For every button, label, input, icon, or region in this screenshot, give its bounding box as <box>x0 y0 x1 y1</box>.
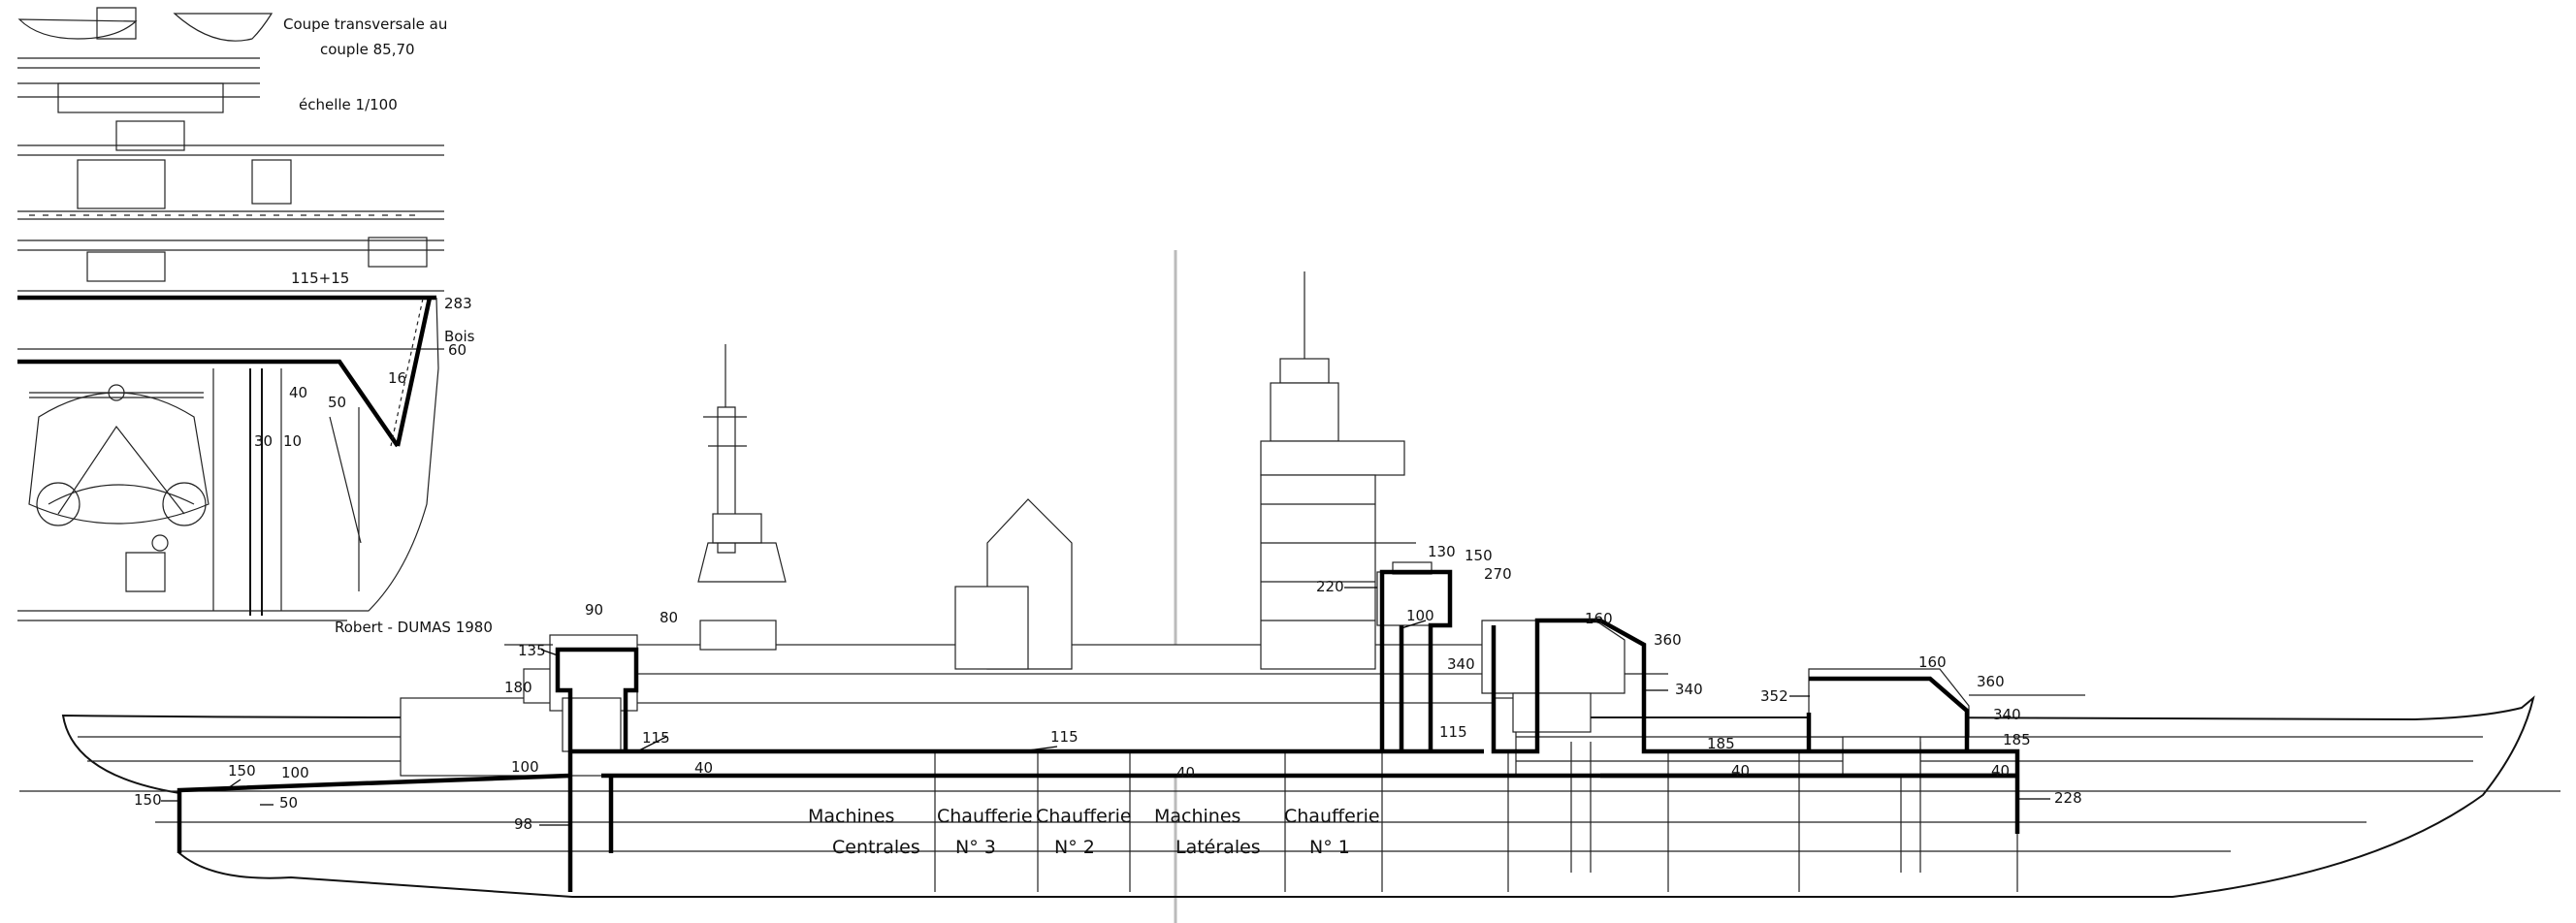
thickness-label: 160 <box>1585 610 1613 627</box>
fore-mast <box>697 344 787 651</box>
thickness-label: 160 <box>1918 653 1947 671</box>
section-label: 115+15 <box>291 270 349 287</box>
thickness-label: 100 <box>511 758 539 776</box>
section-label: 60 <box>448 341 467 359</box>
thickness-label: 228 <box>2054 789 2082 807</box>
section-label: 10 <box>283 432 302 450</box>
armour-outline <box>177 569 2020 892</box>
thickness-label: 340 <box>1447 655 1475 673</box>
drawing-signature: Robert - DUMAS 1980 <box>335 619 493 636</box>
thickness-label: 90 <box>585 601 603 619</box>
thickness-label: 340 <box>1993 706 2021 723</box>
conning-tower <box>1376 561 1451 626</box>
thickness-label: 180 <box>504 679 532 696</box>
compartment-chaufferie-2-2: N° 2 <box>1054 837 1095 858</box>
section-title-line2: couple 85,70 <box>320 41 415 58</box>
compartment-chaufferie-3-2: N° 3 <box>955 837 996 858</box>
cross-section-labels: 115+15 283 Bois 60 40 50 30 10 16 <box>254 270 475 450</box>
funnel <box>954 498 1073 670</box>
compartment-machines-centrales-1: Machines <box>808 806 894 827</box>
turret-b <box>1481 620 1668 733</box>
compartment-chaufferie-3-1: Chaufferie <box>937 806 1033 827</box>
thickness-label: 98 <box>514 815 532 833</box>
compartment-chaufferie-1-2: N° 1 <box>1309 837 1350 858</box>
thickness-label: 50 <box>279 794 298 812</box>
ship-profile <box>19 271 2560 898</box>
section-label: 30 <box>254 432 273 450</box>
thickness-label: 150 <box>1465 547 1493 564</box>
thickness-label: 352 <box>1760 687 1788 705</box>
thickness-label: 185 <box>1707 735 1735 752</box>
thickness-label: 40 <box>1991 762 2010 780</box>
thickness-label: 115 <box>642 729 670 747</box>
thickness-label: 115 <box>1439 723 1467 741</box>
compartment-machines-laterales-1: Machines <box>1154 806 1240 827</box>
thickness-label: 220 <box>1316 578 1344 595</box>
thickness-label: 360 <box>1977 673 2005 690</box>
thickness-label: 340 <box>1675 681 1703 698</box>
compartment-labels: Machines Centrales Chaufferie N° 3 Chauf… <box>808 806 1380 858</box>
section-label: Bois <box>444 328 475 345</box>
section-label: 40 <box>289 384 307 401</box>
thickness-label: 130 <box>1428 543 1456 560</box>
thickness-label: 40 <box>1176 764 1195 781</box>
thickness-label: 135 <box>518 642 546 659</box>
cross-section-title: Coupe transversale au couple 85,70 échel… <box>283 16 447 113</box>
thickness-label: 40 <box>694 759 713 777</box>
section-label: 283 <box>444 295 472 312</box>
label-pointers <box>161 587 2050 826</box>
thickness-label: 40 <box>1731 762 1750 780</box>
thickness-label: 100 <box>1406 607 1434 624</box>
thickness-label: 270 <box>1484 565 1512 583</box>
thickness-labels: 150 150 100 50 90 80 135 180 100 115 98 … <box>134 543 2082 833</box>
section-label: 16 <box>388 369 406 387</box>
compartment-machines-centrales-2: Centrales <box>832 837 920 858</box>
thickness-label: 185 <box>2003 731 2031 748</box>
compartment-chaufferie-1-1: Chaufferie <box>1284 806 1380 827</box>
hull-outline <box>61 695 2535 898</box>
section-title-line1: Coupe transversale au <box>283 16 447 33</box>
section-scale: échelle 1/100 <box>299 96 398 113</box>
compartment-machines-laterales-2: Latérales <box>1175 837 1261 858</box>
compartment-chaufferie-2-1: Chaufferie <box>1036 806 1132 827</box>
cross-section-drawing <box>17 7 444 621</box>
thickness-label: 115 <box>1050 728 1079 746</box>
thickness-label: 100 <box>281 764 309 781</box>
main-tower <box>1260 271 1416 670</box>
thickness-label: 360 <box>1654 631 1682 649</box>
thickness-label: 150 <box>228 762 256 780</box>
thickness-label: 80 <box>660 609 678 626</box>
thickness-label: 150 <box>134 791 162 809</box>
turret-c <box>1808 668 2085 777</box>
section-label: 50 <box>328 394 346 411</box>
